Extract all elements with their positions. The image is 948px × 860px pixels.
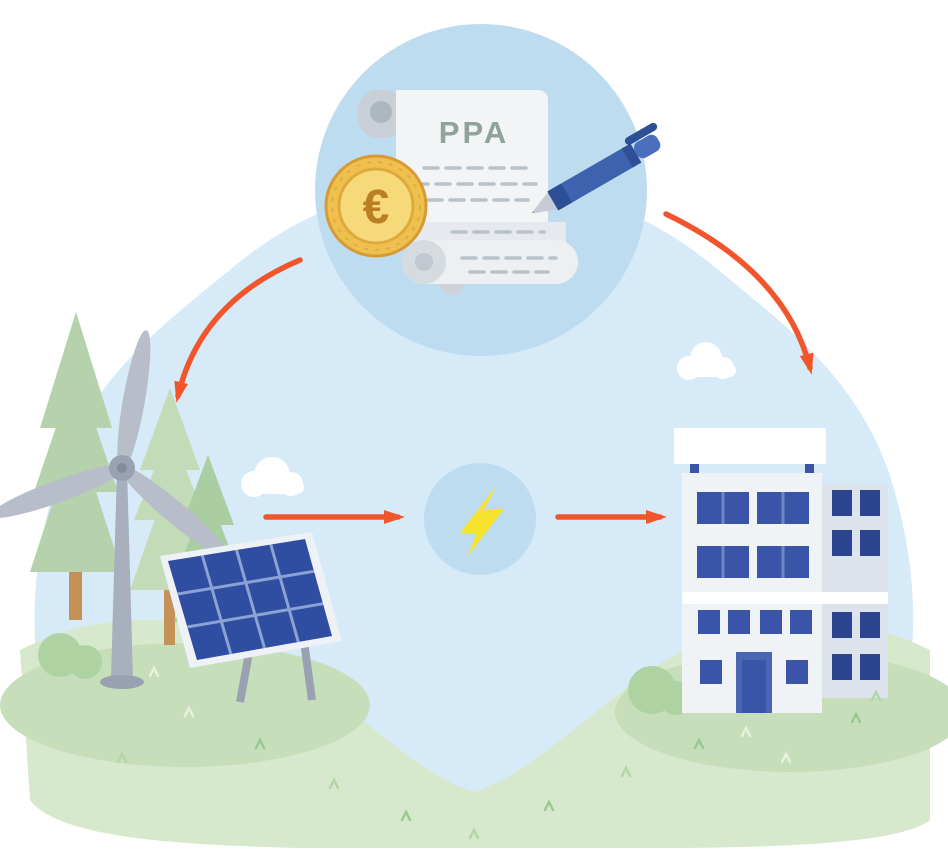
pen-icon — [532, 122, 661, 213]
turbine-blades — [0, 330, 230, 559]
building-windows-upper — [697, 492, 809, 578]
wing-windows — [832, 490, 880, 680]
euro-coin: € — [324, 154, 428, 258]
bushes — [38, 633, 693, 715]
flow-arrows — [174, 211, 814, 524]
solar-panel — [160, 532, 342, 703]
building-band — [682, 592, 888, 604]
cloud-left — [241, 457, 304, 497]
panel-grid — [177, 544, 324, 655]
pine-tree-tall — [30, 312, 122, 572]
electricity-node — [424, 463, 536, 575]
office-building — [674, 428, 888, 713]
lightning-bolt-icon — [460, 485, 504, 557]
document-text-lines — [412, 166, 558, 274]
contract-document: PPA — [358, 90, 578, 295]
building-windows-lower — [698, 610, 812, 684]
euro-symbol: € — [363, 181, 390, 234]
wind-turbine — [0, 330, 230, 689]
arrow-contract-to-generator — [174, 257, 303, 403]
cloud-right — [677, 342, 736, 380]
ppa-title: PPA — [439, 115, 509, 150]
arrow-contract-to-consumer — [663, 211, 814, 375]
pine-trees — [30, 312, 242, 648]
grass-tufts — [116, 665, 882, 840]
roof-sign — [674, 428, 826, 464]
